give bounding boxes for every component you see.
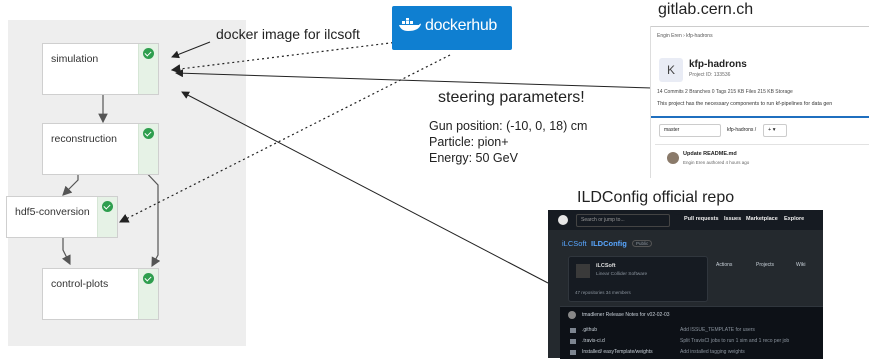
project-description: This project has the necessary component…: [657, 101, 833, 107]
file-message: Split TravisCI jobs to run 1 sim and 1 r…: [680, 338, 790, 344]
project-id: Project ID: 133536: [689, 72, 731, 78]
nav-marketplace[interactable]: Marketplace: [746, 216, 778, 222]
check-icon: [143, 48, 154, 59]
node-control-plots[interactable]: control-plots: [42, 268, 159, 320]
repo-name[interactable]: ILDConfig: [591, 239, 627, 248]
node-label: hdf5-conversion: [15, 206, 90, 218]
file-name[interactable]: .github: [582, 327, 598, 333]
dockerhub-text: dockerhub: [425, 17, 498, 34]
github-screenshot: Search or jump to... Pull requests Issue…: [548, 210, 823, 359]
file-name[interactable]: .travis-ci.d: [582, 338, 605, 344]
tab-underline: [651, 116, 869, 118]
file-list: tmadlener Release Notes for v02-02-03 .g…: [560, 306, 823, 359]
steering-line-energy: Energy: 50 GeV: [429, 151, 518, 165]
status-cell: [138, 269, 158, 319]
github-header: Search or jump to... Pull requests Issue…: [548, 210, 823, 230]
check-icon: [143, 128, 154, 139]
node-simulation[interactable]: simulation: [42, 43, 159, 95]
add-button[interactable]: + ▾: [763, 124, 787, 137]
steering-title: steering parameters!: [438, 89, 585, 106]
node-label: reconstruction: [51, 133, 117, 145]
gitlab-screenshot: Engin Eren › kfp-hadrons K kfp-hadrons P…: [650, 26, 869, 178]
status-cell: [138, 124, 158, 174]
last-commit: Update README.md Engin Eren authored 4 h…: [655, 144, 869, 171]
gitlab-arrow: [175, 69, 653, 89]
github-logo-icon[interactable]: [558, 215, 568, 225]
nav-issues[interactable]: Issues: [724, 216, 742, 222]
file-message: Add installed tagging weights: [680, 349, 745, 355]
node-hdf5-conversion[interactable]: hdf5-conversion: [6, 196, 118, 238]
edge-hdf5-plots: [61, 238, 71, 266]
repo-path: kfp-hadrons /: [727, 127, 757, 133]
search-placeholder: Search or jump to...: [581, 217, 625, 223]
visibility-badge: Public: [632, 240, 653, 247]
project-name[interactable]: kfp-hadrons: [689, 59, 747, 70]
folder-icon: [570, 350, 576, 355]
file-message: Add ISSUE_TEMPLATE for users: [680, 327, 755, 333]
org-avatar: [576, 264, 590, 278]
check-icon: [143, 273, 154, 284]
gitlab-title: gitlab.cern.ch: [658, 1, 754, 18]
steering-line-gun: Gun position: (-10, 0, 18) cm: [429, 119, 588, 133]
branch-select[interactable]: master: [659, 124, 721, 137]
dockerhub-logo: dockerhub: [392, 6, 512, 50]
avatar: [568, 311, 576, 319]
docker-dotted-hdf5: [118, 54, 451, 223]
folder-icon: [570, 339, 576, 344]
avatar: [667, 152, 679, 164]
project-avatar: K: [659, 58, 683, 82]
popup-org: iLCSoft: [596, 263, 616, 269]
steering-line-particle: Particle: pion+: [429, 135, 509, 149]
node-label: control-plots: [51, 278, 109, 290]
repo-owner[interactable]: iLCSoft: [562, 239, 587, 248]
status-cell: [138, 44, 158, 94]
latest-commit[interactable]: tmadlener Release Notes for v02-02-03: [582, 312, 670, 318]
docker-whale-icon: [399, 18, 421, 31]
status-cell: [97, 197, 117, 237]
nav-explore[interactable]: Explore: [784, 216, 805, 222]
tab-actions[interactable]: Actions: [716, 262, 733, 268]
docker-arrow: [171, 41, 211, 59]
popup-stats: 47 repositories 34 members: [575, 290, 631, 295]
tab-projects[interactable]: Projects: [756, 262, 775, 268]
node-reconstruction[interactable]: reconstruction: [42, 123, 159, 175]
folder-icon: [570, 328, 576, 333]
docker-caption: docker image for ilcsoft: [216, 26, 360, 42]
docker-dotted-sim: [170, 41, 399, 74]
nav-pull-requests[interactable]: Pull requests: [684, 216, 719, 222]
commit-meta: Engin Eren authored 4 hours ago: [683, 160, 750, 165]
project-stats: 14 Commits 2 Branches 0 Tags 215 KB File…: [657, 89, 793, 95]
ildconfig-title: ILDConfig official repo: [577, 189, 735, 206]
add-label: + ▾: [768, 126, 776, 133]
check-icon: [102, 201, 113, 212]
gitlab-breadcrumb[interactable]: Engin Eren › kfp-hadrons: [657, 33, 713, 39]
branch-value: master: [664, 127, 680, 133]
github-arrow: [181, 91, 549, 284]
commit-title[interactable]: Update README.md: [683, 151, 737, 157]
divider: [651, 26, 869, 27]
search-input[interactable]: Search or jump to...: [576, 214, 670, 227]
tab-wiki[interactable]: Wiki: [796, 262, 806, 268]
edge-reco-plots: [139, 165, 161, 268]
file-name[interactable]: Installed/ easyTemplate/weights: [582, 349, 653, 355]
org-popup: iLCSoft Linear Collider Software 47 repo…: [568, 256, 708, 302]
popup-desc: Linear Collider Software: [596, 272, 648, 277]
node-label: simulation: [51, 53, 99, 65]
